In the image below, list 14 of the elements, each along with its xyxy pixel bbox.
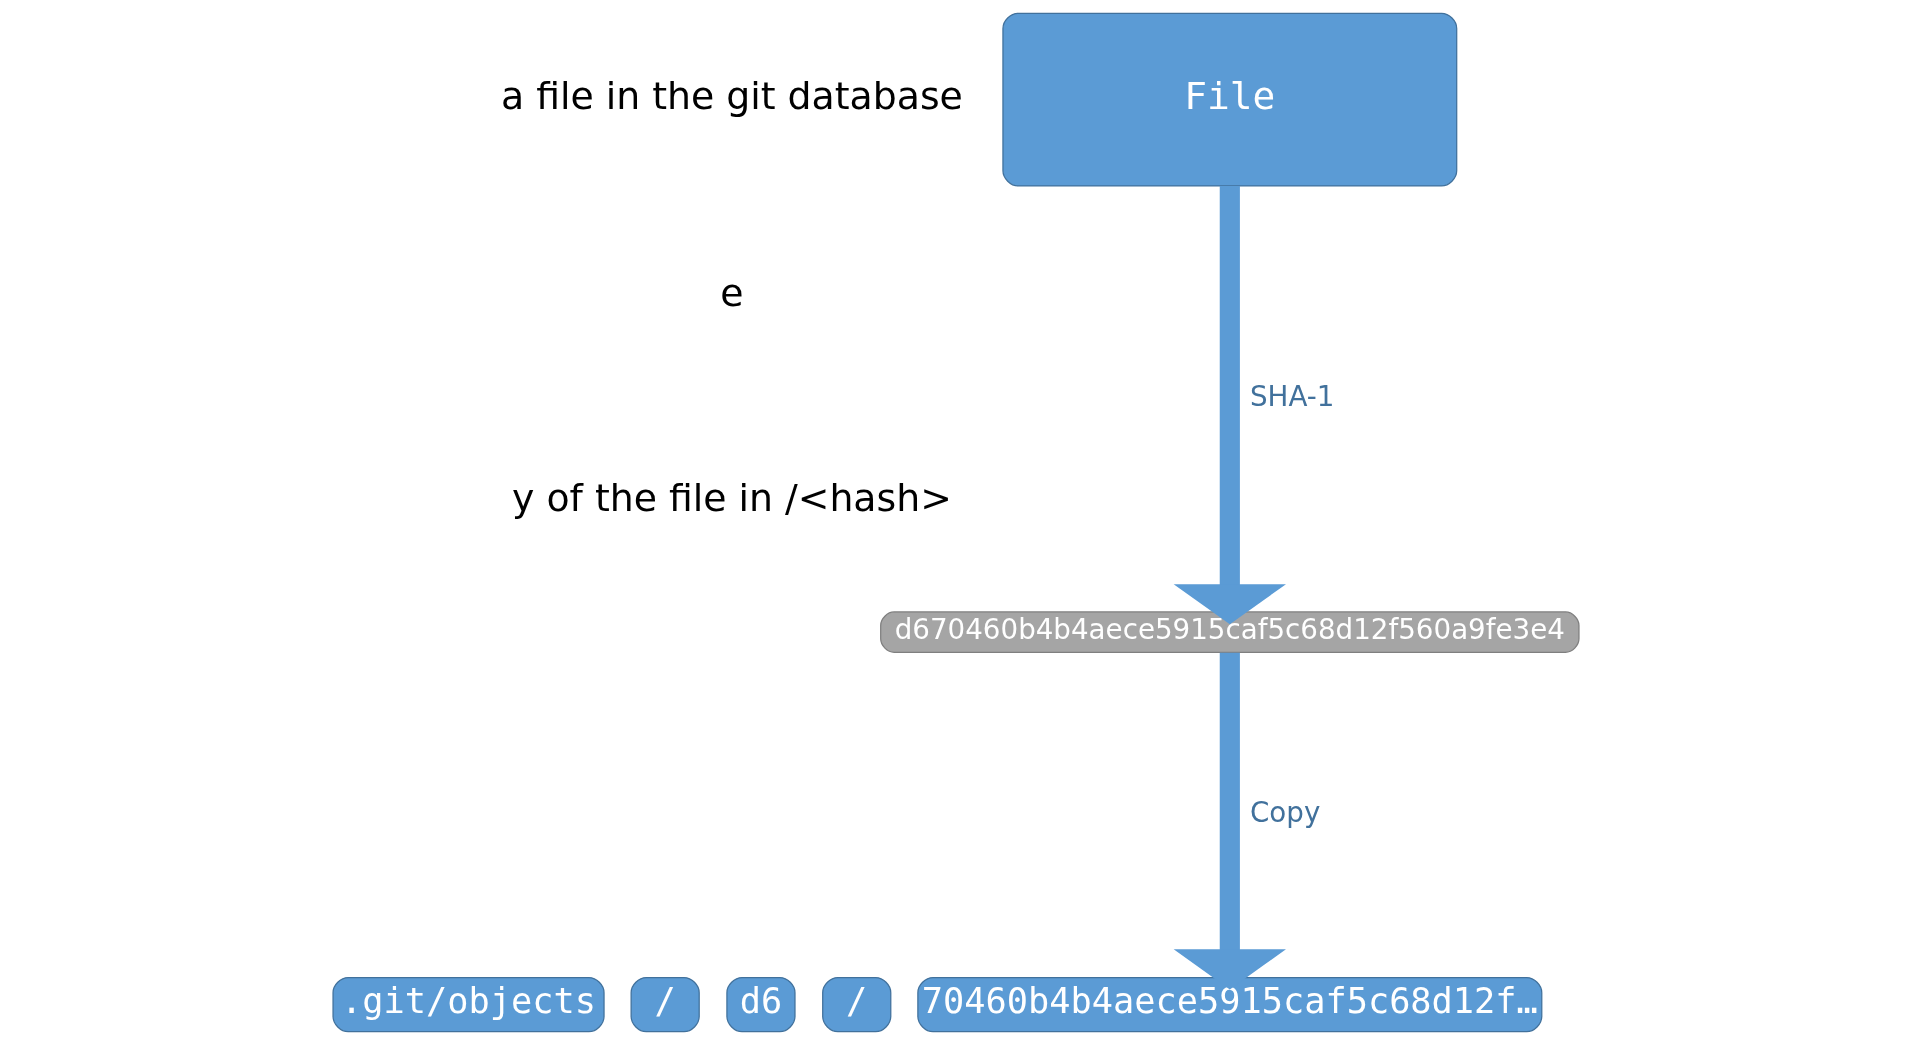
node-box: d670460b4b4aece5915caf5c68d12f560a9fe3e4 — [879, 611, 1580, 653]
arrow — [1173, 186, 1286, 625]
label: a file in the git database — [500, 74, 963, 119]
edge-label: Copy — [1249, 795, 1320, 829]
label: e — [719, 270, 744, 315]
node-box: 70460b4b4aece5915caf5c68d12f… — [916, 976, 1542, 1033]
node-box: / — [630, 976, 700, 1033]
node-box: d6 — [725, 976, 796, 1033]
node-box: File — [1001, 12, 1457, 187]
node-box: / — [821, 976, 891, 1033]
edge-label: SHA-1 — [1249, 380, 1334, 414]
arrow — [1173, 652, 1286, 990]
label: y of the file in /<hash> — [511, 476, 952, 521]
node-box: .git/objects — [331, 976, 605, 1033]
